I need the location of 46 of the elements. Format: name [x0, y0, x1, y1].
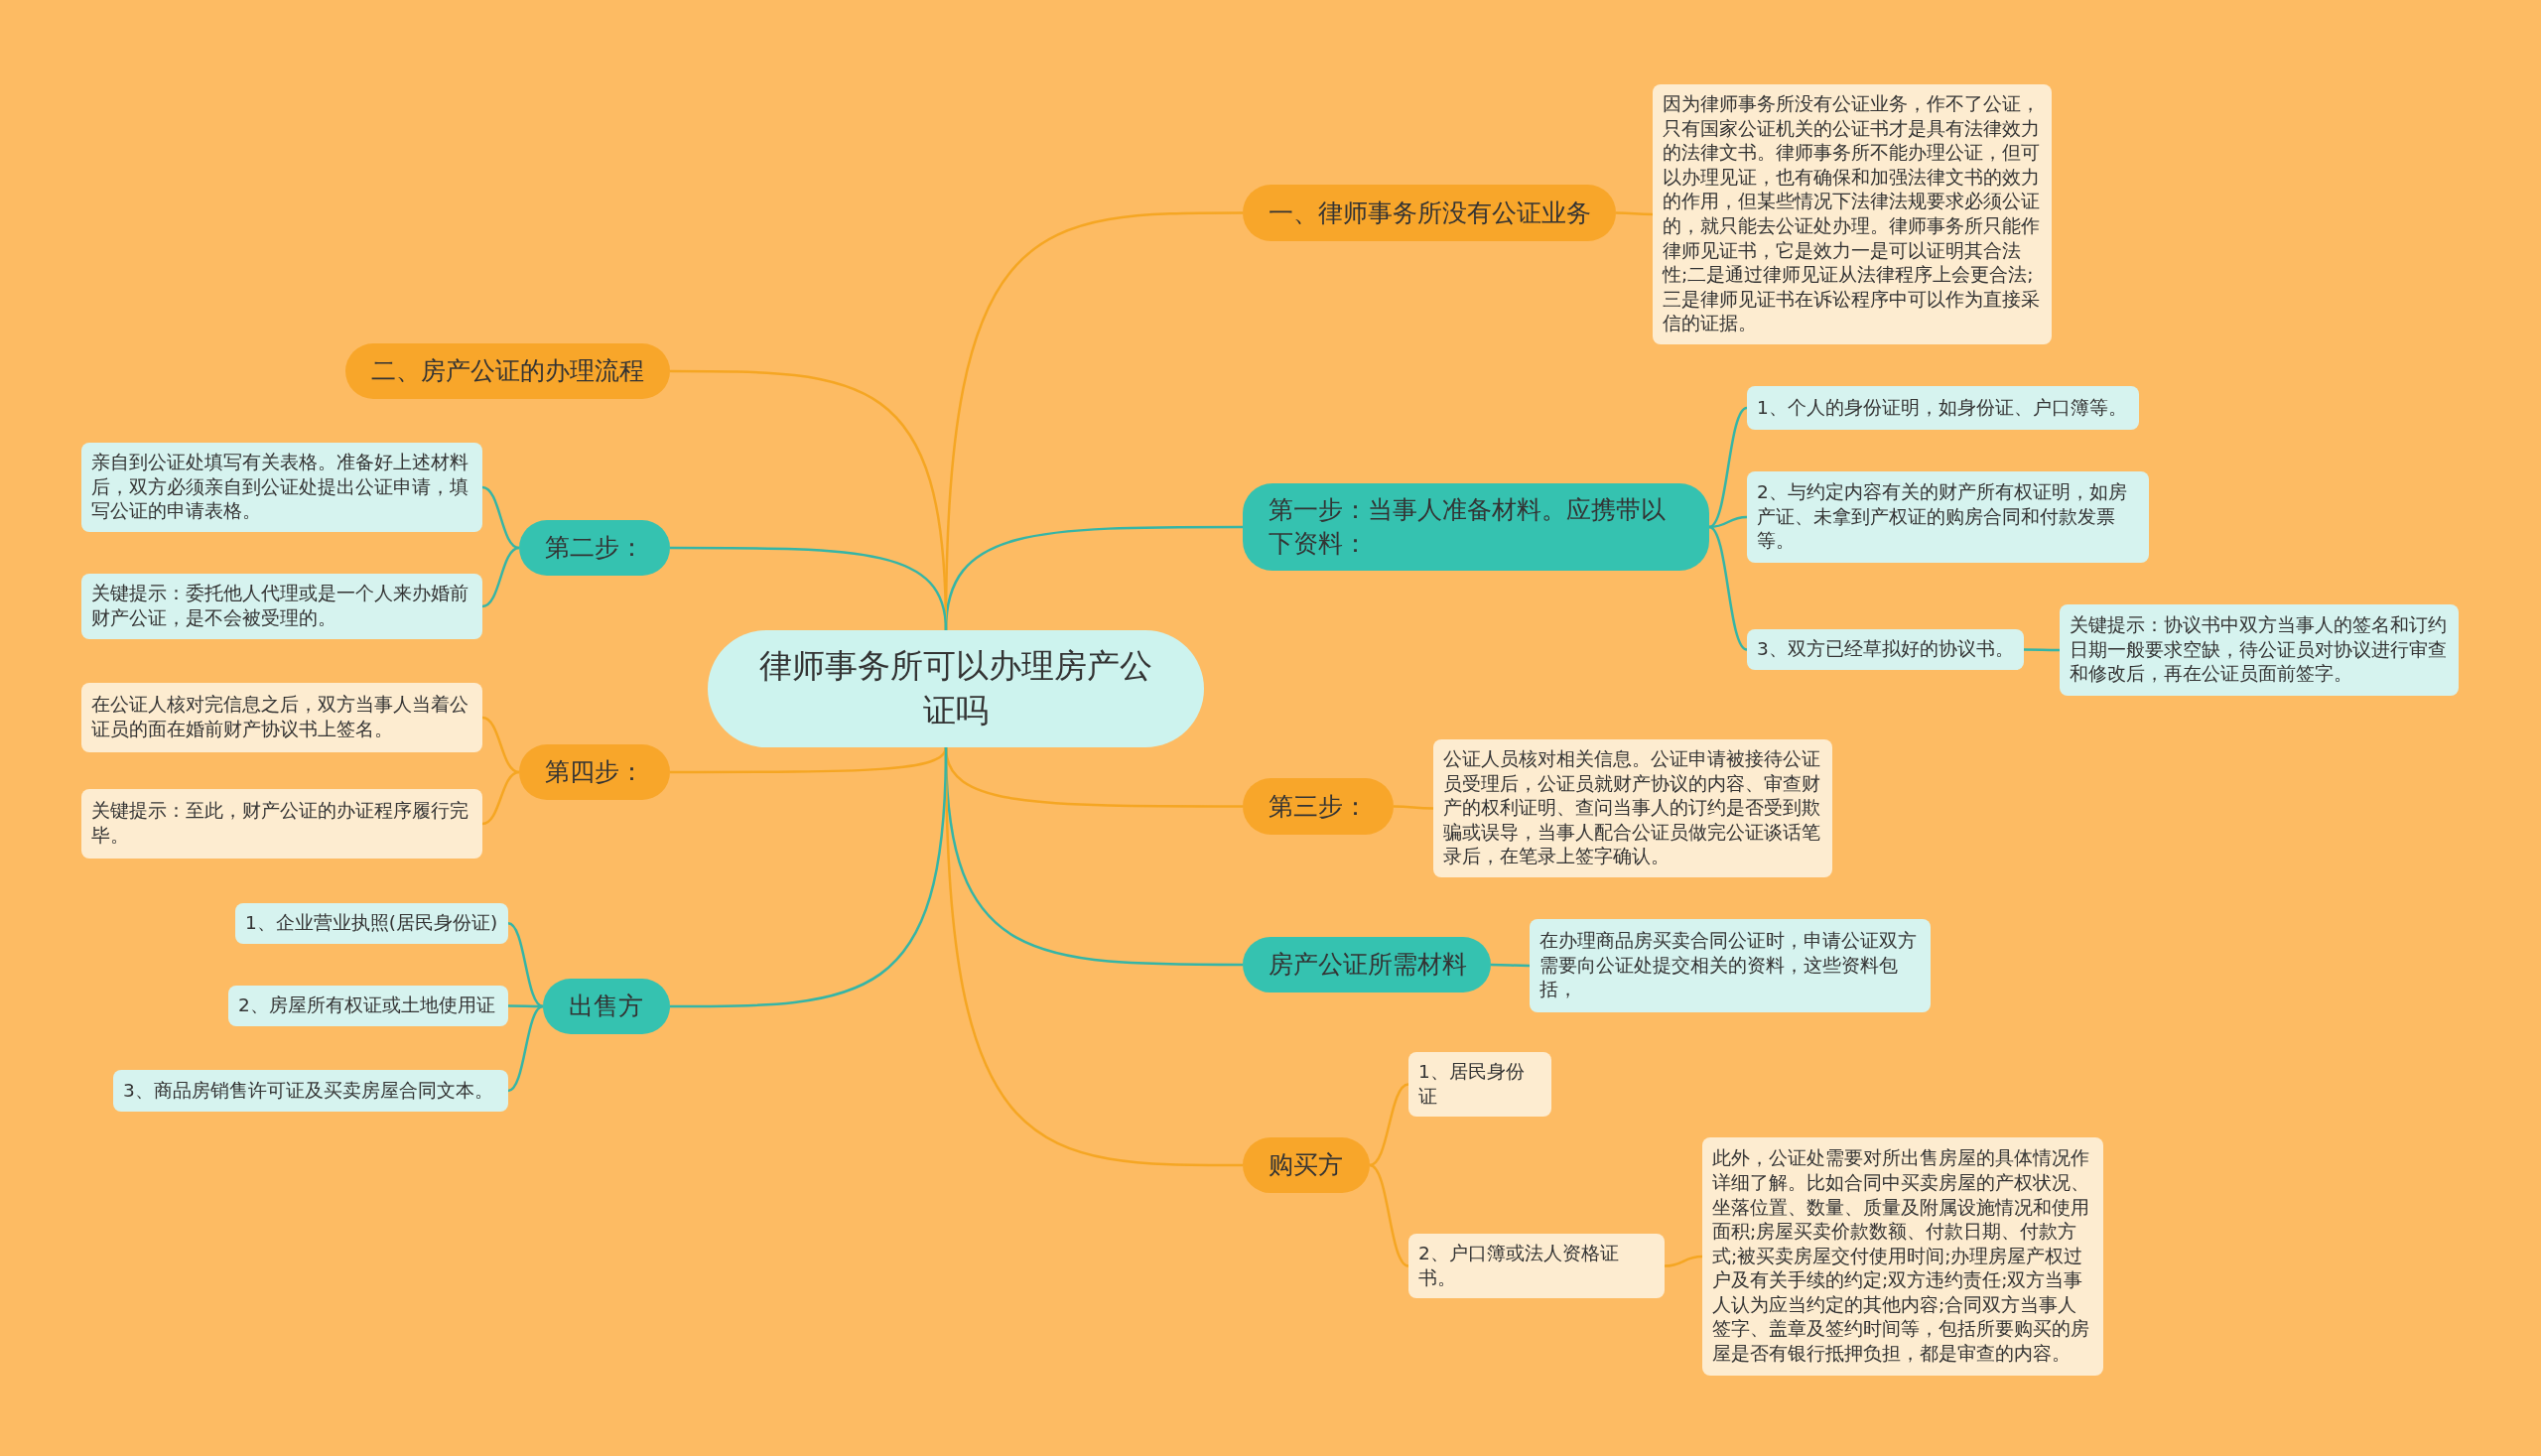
note-card: 2、与约定内容有关的财产所有权证明，如房产证、未拿到产权证的购房合同和付款发票等。 [1747, 471, 2149, 563]
note-card: 关键提示：协议书中双方当事人的签名和订约日期一般要求空缺，待公证员对协议进行审查和修改后，再在公证员面前签字。 [2060, 604, 2459, 696]
connector [670, 746, 948, 774]
topic-pill: 房产公证所需材料 [1243, 937, 1491, 993]
connector [670, 546, 948, 631]
connector [481, 485, 520, 550]
connector [1491, 963, 1530, 968]
note-card: 公证人员核对相关信息。公证申请被接待公证员受理后，公证员就财产协议的内容、审查财产的权利证明、查问当事人的订约是否受到欺骗或误导，当事人配合公证员做完公证谈话笔录后，在笔录上签字确认。 [1433, 739, 1832, 877]
connector [481, 770, 520, 826]
note-card: 在公证人核对完信息之后，双方当事人当着公证员的面在婚前财产协议书上签名。 [81, 683, 482, 752]
topic-pill: 第二步： [519, 520, 670, 576]
connector [507, 922, 544, 1008]
note-card: 3、商品房销售许可证及买卖房屋合同文本。 [113, 1070, 508, 1112]
connector [2024, 648, 2060, 652]
connector [1369, 1163, 1409, 1267]
connector [1708, 406, 1748, 529]
note-card: 关键提示：委托他人代理或是一个人来办婚前财产公证，是不会被受理的。 [81, 574, 482, 639]
note-card: 1、居民身份证 [1408, 1052, 1551, 1118]
connector [670, 746, 948, 1008]
topic-pill: 第四步： [519, 744, 670, 800]
connector [481, 716, 520, 774]
topic-pill: 第一步：当事人准备材料。应携带以下资料： [1243, 483, 1709, 571]
connector [1616, 211, 1653, 216]
note-card: 关键提示：至此，财产公证的办证程序履行完毕。 [81, 789, 482, 859]
note-card: 1、企业营业执照(居民身份证) [235, 903, 508, 944]
note-card: 在办理商品房买卖合同公证时，申请公证双方需要向公证处提交相关的资料，这些资料包括， [1530, 919, 1931, 1012]
connector [1664, 1255, 1703, 1267]
topic-pill: 一、律师事务所没有公证业务 [1243, 185, 1616, 241]
topic-pill: 二、房产公证的办理流程 [345, 343, 670, 399]
note-card: 因为律师事务所没有公证业务，作不了公证，只有国家公证机关的公证书才是具有法律效力的法律文书。律师事务所不能办理公证，但可以办理见证，也有确保和加强法律文书的效力的作用，但某些情况下法律法规要求必须公证的，就只能去公证处办理。律师事务所只能作律师见证书，它是效力一是可以证明其合法性;二是通过律师见证从法律程序上会更合法;三是律师见证书在诉讼程序中可以作为直接采信的证据。 [1653, 84, 2052, 344]
connector [507, 1004, 544, 1093]
note-card: 2、房屋所有权证或土地使用证 [228, 986, 508, 1026]
connector [508, 1004, 543, 1008]
note-card: 此外，公证处需要对所出售房屋的具体情况作详细了解。比如合同中买卖房屋的产权状况、坐落位置、数量、质量及附属设施情况和使用面积;房屋买卖价款数额、付款日期、付款方式;被买卖房屋交付使用时间;办理房屋产权过户及有关手续的约定;双方违约责任;双方当事人认为应当约定的其他内容;合同双方当事人签字、盖章及签约时间等，包括所要购买的房屋是否有银行抵押负担，都是审查的内容。 [1702, 1137, 2103, 1376]
central-topic: 律师事务所可以办理房产公证吗 [708, 630, 1204, 747]
connector [1369, 1083, 1409, 1167]
note-card: 亲自到公证处填写有关表格。准备好上述材料后，双方必须亲自到公证处提出公证申请，填写公证的申请表格。 [81, 443, 482, 532]
note-card: 1、个人的身份证明，如身份证、户口簿等。 [1747, 386, 2139, 430]
note-card: 3、双方已经草拟好的协议书。 [1747, 629, 2024, 670]
topic-pill: 购买方 [1243, 1137, 1370, 1193]
topic-pill: 出售方 [543, 979, 670, 1034]
connector [481, 546, 520, 608]
connector [1708, 525, 1748, 651]
note-card: 2、户口簿或法人资格证书。 [1408, 1234, 1665, 1299]
topic-pill: 第三步： [1243, 778, 1394, 835]
connector [1394, 805, 1433, 810]
